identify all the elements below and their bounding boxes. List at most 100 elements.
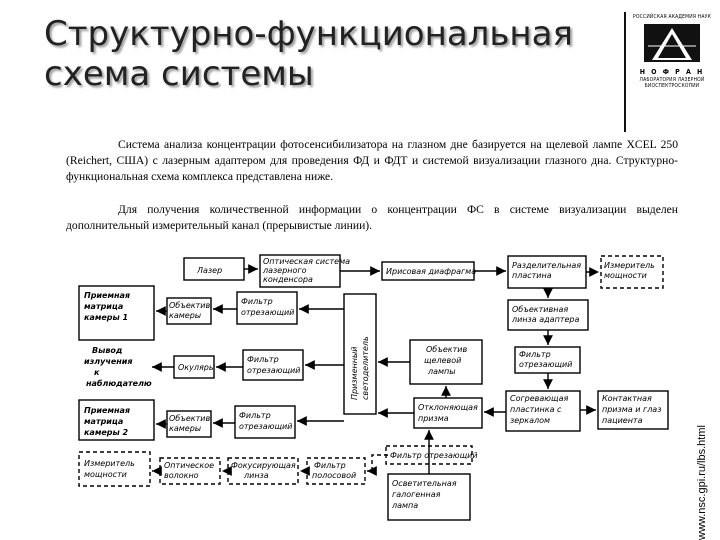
power-meter-bottom-box bbox=[78, 451, 151, 487]
beam-splitter-box bbox=[343, 293, 377, 415]
label-filter1-2: отрезающий bbox=[241, 308, 294, 317]
label-beam-splitter-1: Призменный bbox=[350, 347, 359, 400]
label-optical-2: лазерного bbox=[262, 266, 307, 275]
paragraph-2: Для получения количественной информации … bbox=[66, 203, 678, 232]
label-matrix2-2: матрица bbox=[84, 417, 123, 426]
label-output-2: излучения bbox=[84, 357, 133, 366]
label-eyepieces: Окуляры bbox=[178, 363, 215, 372]
label-slit-3: лампы bbox=[427, 367, 456, 376]
label-filter1-1: Фильтр bbox=[241, 297, 273, 306]
logo: РОССИЙСКАЯ АКАДЕМИЯ НАУК Н О Ф Р А Н ЛАБ… bbox=[630, 14, 714, 114]
label-contact-1: Контактная bbox=[602, 394, 652, 403]
label-mirror-3: зеркалом bbox=[510, 416, 550, 425]
paragraph-1: Система анализа концентрации фотосенсиби… bbox=[66, 138, 678, 183]
label-beam-splitter-2: светоделитель bbox=[361, 336, 370, 400]
label-filter5: Фильтр отрезающий bbox=[390, 451, 478, 460]
power-meter-top-box bbox=[600, 255, 664, 289]
matrix2-box bbox=[78, 399, 155, 441]
matrix1-box bbox=[78, 285, 155, 341]
logo-emblem-icon bbox=[644, 24, 700, 62]
label-optical-1: Оптическая система bbox=[263, 257, 350, 266]
label-matrix1-3: камеры 1 bbox=[84, 313, 128, 322]
label-matrix1-1: Приемная bbox=[84, 291, 130, 300]
label-slit-1: Объектив bbox=[426, 345, 467, 354]
filter2-box bbox=[242, 349, 304, 381]
label-fiber-1: Оптическое bbox=[164, 461, 214, 470]
label-deflect-2: призма bbox=[418, 414, 449, 423]
label-output-1: Вывод bbox=[92, 346, 122, 355]
label-filter2-1: Фильтр bbox=[247, 355, 279, 364]
label-meter-top-2: мощности bbox=[604, 271, 647, 280]
label-meter-top-1: Измеритель bbox=[604, 261, 655, 270]
label-laser: Лазер bbox=[196, 266, 222, 275]
optical-fiber-box bbox=[159, 457, 221, 485]
label-deflect-1: Отклоняющая bbox=[418, 403, 478, 412]
label-output-3: к bbox=[94, 368, 100, 377]
label-focus-2: линза bbox=[243, 471, 269, 480]
logo-name: Н О Ф Р А Н bbox=[639, 68, 705, 76]
label-objective2-1: Объектив bbox=[169, 414, 210, 423]
label-meter-bottom-1: Измеритель bbox=[84, 459, 135, 468]
label-lamp-2: галогенная bbox=[392, 490, 441, 499]
title-line-2: схема системы bbox=[44, 54, 314, 94]
label-filter3-2: отрезающий bbox=[519, 360, 572, 369]
filter4-box bbox=[234, 405, 296, 439]
label-focus-1: Фокусирующая bbox=[231, 461, 296, 470]
label-filter4-2: отрезающий bbox=[239, 422, 292, 431]
label-adapter-1: Объективная bbox=[512, 305, 568, 314]
label-splitter-2: пластина bbox=[512, 271, 552, 280]
label-optical-3: конденсора bbox=[263, 275, 313, 284]
label-bandpass-2: полосовой bbox=[312, 471, 356, 480]
label-splitter-1: Разделительная bbox=[512, 261, 581, 270]
label-mirror-2: пластинка с bbox=[510, 405, 562, 414]
mirror-plate-box bbox=[505, 390, 581, 432]
label-bandpass-1: Фильтр bbox=[314, 461, 346, 470]
label-contact-3: пациента bbox=[602, 416, 643, 425]
label-slit-2: щелевой bbox=[424, 356, 461, 365]
label-iris: Ирисовая диафрагма bbox=[386, 267, 476, 276]
label-filter4-1: Фильтр bbox=[239, 411, 271, 420]
logo-divider bbox=[624, 12, 626, 132]
label-mirror-1: Согревающая bbox=[510, 394, 568, 403]
label-matrix2-3: камеры 2 bbox=[84, 428, 129, 437]
filter1-box bbox=[236, 291, 298, 325]
label-matrix1-2: матрица bbox=[84, 302, 123, 311]
label-filter3-1: Фильтр bbox=[519, 350, 551, 359]
label-objective2-2: камеры bbox=[169, 424, 201, 433]
logo-sub-1: ЛАБОРАТОРИЯ ЛАЗЕРНОЙ bbox=[639, 77, 705, 83]
logo-sub-2: БИОСПЕКТРОСКОПИИ bbox=[644, 83, 700, 89]
label-filter2-2: отрезающий bbox=[247, 366, 300, 375]
label-adapter-2: линза адаптера bbox=[511, 315, 579, 324]
label-lamp-1: Осветительная bbox=[392, 479, 457, 488]
label-fiber-2: волокно bbox=[164, 471, 199, 480]
label-lamp-3: лампа bbox=[391, 501, 418, 510]
title-line-1: Структурно-функциональная bbox=[44, 14, 573, 54]
label-contact-2: призма и глаз bbox=[602, 405, 661, 414]
label-objective1-2: камеры bbox=[169, 311, 201, 320]
logo-top-text: РОССИЙСКАЯ АКАДЕМИЯ НАУК bbox=[633, 14, 711, 20]
label-output-4: наблюдателю bbox=[86, 378, 152, 388]
label-objective1-1: Объектив bbox=[169, 301, 210, 310]
